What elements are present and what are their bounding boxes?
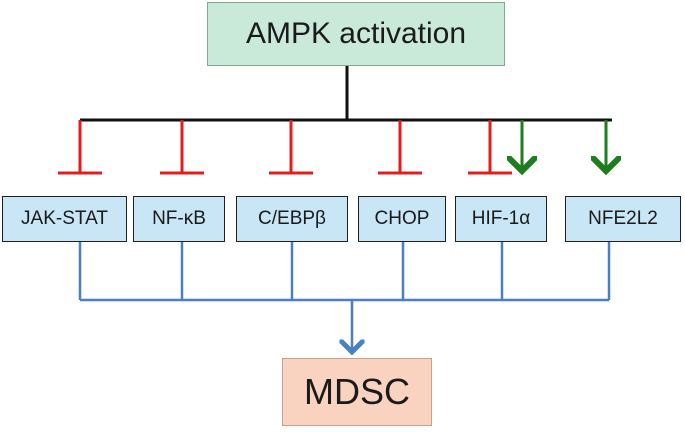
ampk-activation-node: AMPK activation bbox=[207, 2, 505, 66]
inhibit-hif-1a bbox=[468, 120, 512, 175]
factor-nf-kb: NF-κB bbox=[133, 196, 225, 242]
factor-cebpb: C/EBPβ bbox=[236, 196, 348, 242]
inhibit-nf-kb bbox=[160, 120, 204, 175]
convergence-edges bbox=[78, 242, 611, 352]
factor-hif-1a: HIF-1α bbox=[455, 196, 547, 242]
inhibition-edges bbox=[58, 120, 512, 175]
mdsc-node: MDSC bbox=[282, 358, 432, 426]
factor-chop: CHOP bbox=[358, 196, 446, 242]
ampk-trunk bbox=[80, 66, 612, 122]
inhibit-cebpb bbox=[269, 120, 313, 175]
inhibit-jak-stat bbox=[58, 120, 102, 175]
factor-nfe2l2: NFE2L2 bbox=[565, 196, 681, 242]
factor-jak-stat: JAK-STAT bbox=[2, 196, 127, 242]
activation-edges bbox=[522, 120, 606, 171]
inhibit-chop bbox=[378, 120, 422, 175]
